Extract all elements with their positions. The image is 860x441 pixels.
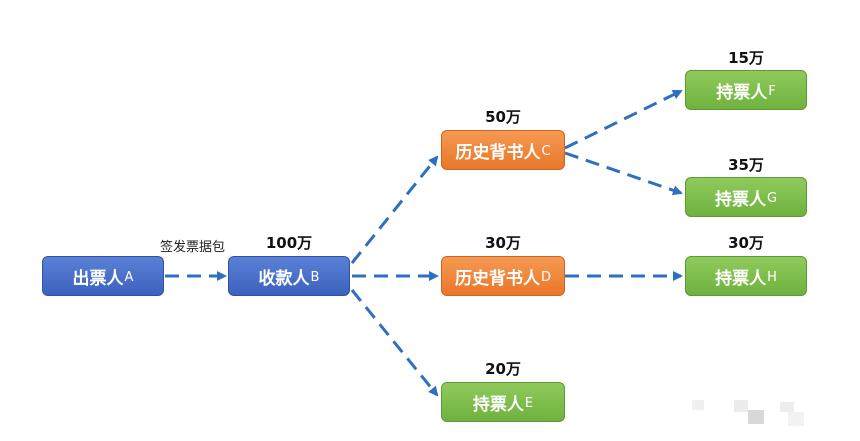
node-sub: G bbox=[766, 191, 778, 206]
amount-e: 20万 bbox=[485, 360, 521, 378]
node-sub: A bbox=[124, 270, 134, 285]
node-sub: F bbox=[768, 84, 776, 99]
edge-c-g bbox=[564, 151, 683, 196]
node-sub: E bbox=[524, 396, 534, 411]
node-label: 出票人 bbox=[72, 268, 124, 289]
node-sub: B bbox=[310, 270, 320, 285]
amount-c: 50万 bbox=[485, 108, 521, 126]
edge-b-c bbox=[350, 155, 439, 264]
node-label: 收款人 bbox=[258, 268, 310, 289]
amount-b: 100万 bbox=[265, 234, 313, 252]
edge-c-f bbox=[564, 89, 683, 150]
amount-g: 35万 bbox=[728, 156, 764, 174]
node-label: 历史背书人 bbox=[454, 268, 540, 289]
node-label: 持票人 bbox=[716, 82, 768, 103]
node-sub: H bbox=[767, 270, 777, 285]
edge-label-ab: 签发票据包 bbox=[160, 240, 226, 255]
node-label: 历史背书人 bbox=[455, 142, 541, 163]
amount-f: 15万 bbox=[728, 49, 764, 67]
node-sub: D bbox=[540, 270, 551, 285]
node-label: 持票人 bbox=[715, 268, 767, 289]
amount-h: 30万 bbox=[728, 234, 764, 252]
node-label: 持票人 bbox=[714, 189, 766, 210]
amount-d: 30万 bbox=[485, 234, 521, 252]
edge-b-e bbox=[350, 289, 439, 397]
node-label: 持票人 bbox=[472, 394, 524, 415]
watermark-blur bbox=[692, 400, 804, 426]
node-sub: C bbox=[541, 144, 551, 159]
